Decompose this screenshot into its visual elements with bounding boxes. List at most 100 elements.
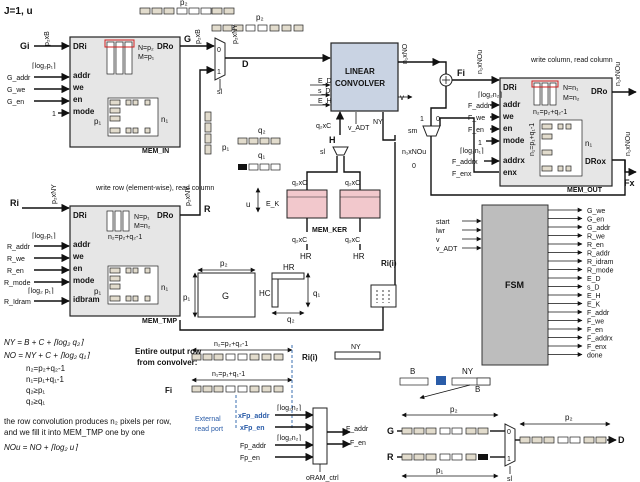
row-out-title-1: Entire output row [135,347,202,356]
mem-in-n-eq: N=p₂ [138,45,154,52]
kernel-mux-sl: sl [320,149,326,156]
mem-in-dri: DRi [73,42,87,51]
mem-out-enx: enx [503,168,517,177]
mem-in-addr: addr [73,71,90,80]
ker-hr: HR [300,252,312,261]
shift-mux [504,423,516,467]
g-addr-label: G_addr [7,75,31,82]
conv-in-sd: s_D [318,88,330,95]
mem-out-array [539,119,583,177]
shift-sl: sl [507,476,513,482]
shift-d: D [618,435,625,445]
mux-in-0: 0 [217,47,221,54]
fsm-output-label: R_mode [587,268,614,275]
mem-tmp-columns [106,210,130,232]
fsm-outputs: G_weG_enG_addrR_weR_enR_addrR_idramR_mod… [548,207,614,360]
output-mux [422,125,441,137]
xfp-en-label: xFp_en [240,425,265,432]
g-out-width: p₂xB [195,29,202,44]
mem-tmp-p1: p₁ [94,287,101,296]
shift-p2-b: p₂ [565,413,573,422]
fp-en-label: Fp_en [240,455,260,462]
mem-tmp-note: write row (element-wise), read column [95,185,214,192]
q1-label: q₁ [258,151,265,160]
q-blocks: q₂ q₁ p₁ [204,111,281,171]
mem-in-p1: p₁ [94,117,101,126]
fx-label: Fx [624,178,635,188]
mem-out-we: we [502,112,514,121]
mem-out-addr: addr [503,100,520,109]
r-we-label: R_we [7,256,25,263]
gi-label: Gi [20,41,30,51]
sm-label: sm [408,128,418,135]
fsm-input-label: v [436,237,440,244]
legend-p2: p₂ [220,259,228,268]
f-en-out: F_en [350,440,366,447]
feedback-zero: 0 [412,163,416,170]
shift-mux-1: 1 [507,456,511,463]
shift-b1: B [410,367,415,376]
convolver-title-1: LINEAR [345,67,375,76]
ri-label: Ri [10,198,19,208]
mem-tmp-block: write row (element-wise), read column DR… [69,185,214,325]
input-mux [214,37,226,81]
shift-p1: p₁ [436,466,443,475]
equation-line: q₂≥q₁ [26,397,45,406]
fsm-output-label: R_addr [587,251,611,258]
equation-line: n₁=p₁+q₁-1 [26,375,64,384]
fsm-output-label: G_addr [587,225,611,232]
mem-in-array [107,97,159,137]
kernel-mux [332,146,349,156]
fsm-output-label: s_D [587,285,599,292]
mem-tmp-dri: DRi [73,211,87,220]
ker-q2xc-a: q₂xC [292,180,307,187]
shift-r: R [387,452,394,462]
mem-tmp-n1: n₁ [161,283,168,292]
fsm-output-label: R_en [587,242,604,249]
mux-out-width: p₂xNY [232,24,239,44]
mem-tmp-n2-eq: n₂=p₂+q₂-1 [108,234,142,241]
mem-out-mode: mode [503,136,525,145]
d-signal: D [242,59,249,69]
mem-out-block: write column, read column DRi DRo addr w… [499,57,613,194]
ri-i-buffer [370,284,397,308]
top-buffer2-p2: p₂ [256,13,264,22]
equation-line: the row convolution produces n₂ pixels p… [4,417,171,426]
xfp-addr-width: ⌈log₂n₂⌉ [277,404,301,412]
mem-tmp-we: we [72,252,84,261]
mem-tmp-n-eq: N=p₁ [134,214,150,221]
r-en-label: R_en [7,268,24,275]
r-out-label: R [204,204,211,214]
mem-in-columns [104,39,135,75]
mem-tmp-dro: DRo [157,211,174,220]
fsm-output-label: F_addrx [587,336,613,343]
mem-out-n1-eq: n₁=p₁+q₁-1 [529,123,536,156]
block-legend: p₂ G p₁ HR HC q₁ q₂ [183,259,320,324]
fsm-output-label: F_en [587,327,603,334]
ri-i-label: Ri(i) [381,259,397,268]
legend-q2: q₂ [287,315,295,324]
oram-mux [312,407,328,465]
mem-in-n1: n₁ [161,115,168,124]
fsm-output-label: F_we [587,319,604,326]
convolver-title-2: CONVOLVER [335,79,385,88]
shift-diagram: B NY B p₂ p₂ G R p₁ 0 1 sl D [387,367,625,482]
h-signal: H [329,135,336,145]
g-en-label: G_en [7,99,24,106]
row-out-n1-eq: n₁=p₁+q₁-1 [212,371,245,378]
fsm-output-label: F_addr [587,310,610,317]
fsm-input-label: v_ADT [436,246,458,253]
ker-q2xc-b: q₂xC [345,180,360,187]
equation-line: NOu = NO + ⌈log₂ u⌉ [4,443,78,452]
ext-read-port-1: External [195,416,221,423]
fsm-input-label: lwr [436,228,446,235]
u-label: u [246,200,250,209]
mem-out-note: write column, read column [530,57,613,64]
top-buffer-p2: p₂ [180,0,188,7]
f-enx-label: F_enx [452,171,472,178]
mem-tmp-name: MEM_TMP [142,318,177,325]
mem-in-block: DRi DRo addr we en mode N=p₂ M=p₁ p₁ n₁ … [69,36,181,155]
mem-out-columns [531,80,559,106]
mem-out-n2-eq: n₂=p₂+q₂-1 [533,109,567,116]
row-out-n2-eq: n₂=p₂+q₂-1 [214,341,248,348]
